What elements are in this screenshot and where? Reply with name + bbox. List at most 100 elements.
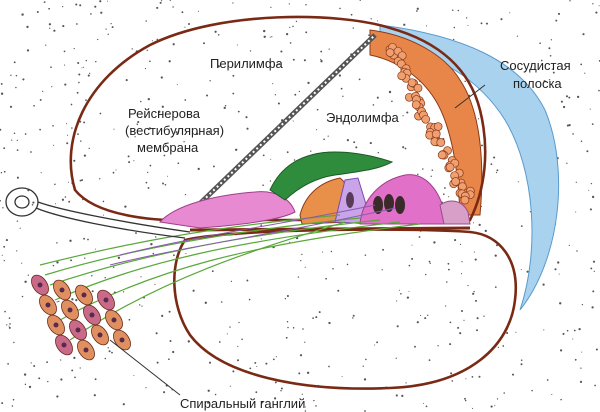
- stipple-dot: [411, 257, 414, 260]
- stipple-dot: [395, 357, 397, 359]
- stipple-dot: [320, 60, 323, 63]
- stipple-dot: [102, 200, 105, 203]
- stipple-dot: [154, 236, 157, 238]
- reissner-membrane-inner: [187, 34, 376, 216]
- stipple-dot: [8, 317, 11, 319]
- stipple-dot: [87, 238, 89, 241]
- stipple-dot: [355, 146, 358, 149]
- ganglion-nucleus: [81, 292, 87, 298]
- stipple-dot: [102, 214, 105, 216]
- stipple-dot: [48, 23, 52, 26]
- stipple-dot: [16, 250, 18, 252]
- stipple-dot: [422, 168, 424, 170]
- stipple-dot: [476, 329, 478, 332]
- stipple-dot: [79, 367, 81, 369]
- stipple-dot: [391, 100, 393, 103]
- stipple-dot: [83, 121, 86, 124]
- stipple-dot: [503, 392, 505, 394]
- stipple-dot: [64, 83, 67, 86]
- stipple-dot: [217, 65, 220, 68]
- stipple-dot: [285, 336, 288, 339]
- stipple-dot: [460, 273, 463, 275]
- stria-cell: [421, 114, 431, 124]
- stipple-dot: [352, 317, 354, 319]
- stipple-dot: [184, 99, 187, 101]
- stipple-dot: [83, 154, 87, 157]
- stipple-dot: [274, 381, 277, 384]
- stipple-dot: [551, 68, 554, 70]
- stipple-dot: [591, 123, 594, 125]
- stipple-dot: [449, 343, 452, 346]
- stipple-dot: [451, 9, 454, 11]
- stipple-dot: [80, 140, 82, 142]
- stipple-dot: [107, 33, 109, 36]
- stipple-dot: [451, 380, 454, 382]
- stipple-dot: [305, 4, 307, 6]
- stipple-dot: [166, 175, 168, 177]
- stipple-dot: [289, 26, 291, 28]
- stipple-dot: [342, 95, 344, 98]
- stipple-dot: [183, 141, 185, 143]
- stipple-dot: [52, 264, 55, 267]
- stipple-dot: [205, 94, 209, 97]
- stipple-dot: [55, 203, 57, 205]
- stipple-dot: [181, 11, 184, 14]
- stipple-dot: [28, 385, 32, 389]
- stipple-dot: [572, 338, 574, 340]
- stipple-dot: [207, 389, 210, 392]
- stipple-dot: [67, 134, 69, 136]
- stipple-dot: [140, 276, 142, 278]
- stipple-dot: [490, 405, 493, 408]
- stipple-dot: [159, 1, 162, 4]
- stipple-dot: [520, 363, 523, 366]
- ganglion-nucleus: [61, 342, 67, 348]
- stipple-dot: [298, 372, 301, 375]
- stipple-dot: [40, 172, 42, 174]
- stipple-dot: [110, 22, 112, 25]
- stipple-dot: [554, 268, 557, 271]
- stipple-dot: [147, 186, 150, 189]
- stipple-dot: [85, 99, 87, 101]
- stipple-dot: [288, 3, 290, 5]
- stipple-dot: [68, 200, 71, 203]
- stipple-dot: [340, 87, 343, 90]
- stipple-dot: [78, 81, 80, 84]
- stipple-dot: [196, 132, 199, 136]
- stipple-dot: [292, 25, 294, 28]
- stipple-dot: [21, 13, 24, 16]
- stipple-dot: [531, 389, 533, 392]
- stria-cell: [451, 177, 460, 186]
- stipple-dot: [88, 147, 90, 150]
- stipple-dot: [256, 365, 258, 368]
- stipple-dot: [218, 341, 221, 343]
- ganglion-nucleus: [83, 347, 89, 353]
- stipple-dot: [496, 169, 499, 172]
- stipple-dot: [444, 187, 446, 189]
- stipple-dot: [208, 361, 212, 364]
- stipple-dot: [241, 338, 243, 341]
- stipple-dot: [0, 92, 4, 95]
- stipple-dot: [255, 391, 258, 394]
- stipple-dot: [506, 331, 509, 335]
- stipple-dot: [104, 276, 106, 279]
- stipple-dot: [478, 223, 481, 227]
- stipple-dot: [26, 49, 30, 52]
- stria-cell: [397, 71, 407, 81]
- stipple-dot: [63, 50, 66, 53]
- stipple-dot: [422, 402, 424, 404]
- stipple-dot: [280, 50, 283, 53]
- stipple-dot: [330, 250, 333, 253]
- stipple-dot: [111, 351, 113, 354]
- stipple-dot: [270, 158, 272, 160]
- stipple-dot: [529, 211, 532, 213]
- stipple-dot: [566, 124, 569, 127]
- stipple-dot: [312, 317, 314, 319]
- stipple-dot: [271, 36, 273, 38]
- stipple-dot: [147, 97, 150, 101]
- stipple-dot: [280, 389, 282, 392]
- stipple-dot: [339, 7, 341, 10]
- stipple-dot: [113, 128, 115, 130]
- stipple-dot: [450, 372, 453, 375]
- stipple-dot: [58, 300, 60, 303]
